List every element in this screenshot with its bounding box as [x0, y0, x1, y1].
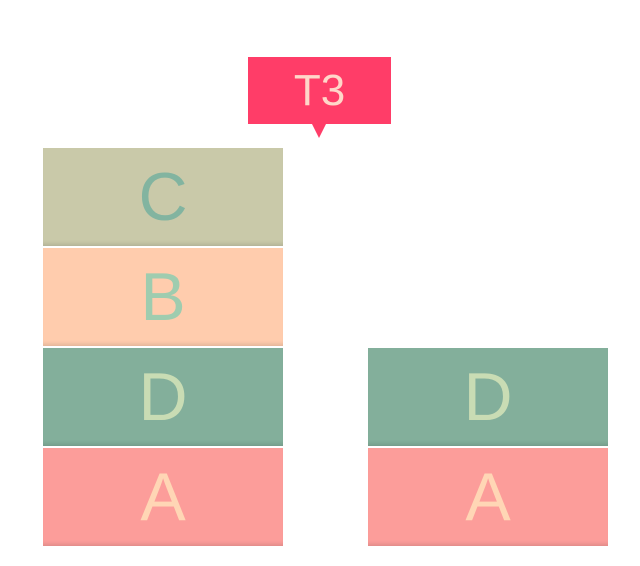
block-stack-left: C B D A	[43, 148, 283, 546]
block-a[interactable]: A	[368, 448, 608, 546]
block-letter: B	[140, 259, 186, 335]
block-stack-right: D A	[368, 348, 608, 546]
block-letter: D	[138, 359, 188, 435]
block-c[interactable]: C	[43, 148, 283, 246]
step-tooltip-label: T3	[293, 65, 346, 115]
block-d[interactable]: D	[368, 348, 608, 446]
block-letter: D	[463, 359, 513, 435]
block-a[interactable]: A	[43, 448, 283, 546]
block-letter: A	[465, 459, 511, 535]
block-letter: A	[140, 459, 186, 535]
block-letter: C	[138, 159, 188, 235]
block-d[interactable]: D	[43, 348, 283, 446]
step-tooltip: T3	[248, 57, 391, 138]
block-b[interactable]: B	[43, 248, 283, 346]
